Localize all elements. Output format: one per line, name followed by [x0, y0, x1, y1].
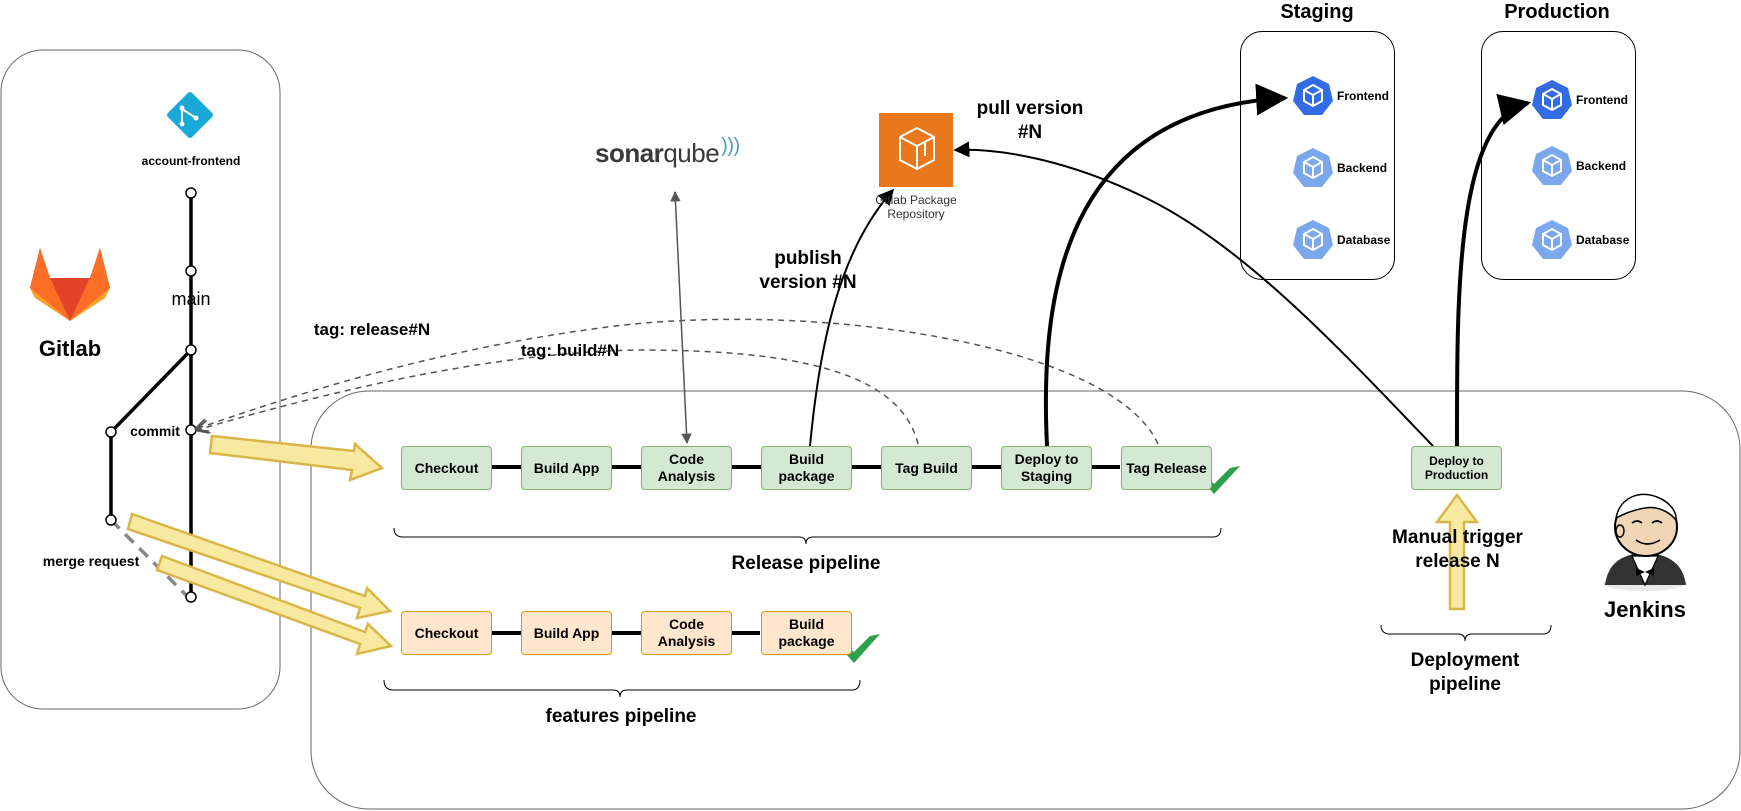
gitlab-logo-icon: [30, 248, 110, 321]
deployment-brace: [1380, 624, 1552, 642]
gitlab-title: Gitlab: [38, 336, 102, 361]
features-brace: [383, 679, 861, 698]
commit-node: [185, 591, 197, 603]
merge-trigger-arrow-2: [155, 554, 394, 656]
publish-annotation: publish version #N: [759, 248, 857, 293]
features-stage-build-app[interactable]: Build App: [521, 611, 612, 655]
tag-release-curve: [196, 318, 1159, 445]
manual-trigger-annotation: Manual trigger release N: [1392, 527, 1523, 572]
k8s-database-icon: [1532, 220, 1572, 259]
release-stage-tag-release[interactable]: Tag Release: [1121, 446, 1212, 490]
tag-build-curve: [197, 349, 919, 445]
production-database-label: Database: [1576, 233, 1630, 247]
git-graph: [109, 193, 193, 597]
tag-release-label: tag: release#N: [313, 320, 431, 339]
features-stage-checkout[interactable]: Checkout: [401, 611, 492, 655]
production-frontend-label: Frontend: [1576, 93, 1628, 107]
sonarqube-analysis-arrow: [670, 190, 692, 445]
git-nodes: [105, 187, 197, 603]
commit-node: [185, 187, 197, 199]
deploy-production-stage[interactable]: Deploy to Production: [1411, 446, 1502, 490]
deploy-staging-arrow: [1043, 83, 1289, 447]
publish-arrow: [809, 188, 895, 447]
jenkins-logo-icon: [1603, 493, 1687, 591]
release-stage-build-app[interactable]: Build App: [521, 446, 612, 490]
tag-build-label: tag: build#N: [520, 341, 620, 360]
gitlab-container: [0, 49, 281, 710]
sonarqube-qube: qube: [663, 138, 720, 168]
sonarqube-sonar: sonar: [595, 138, 664, 168]
commit-node: [185, 344, 197, 356]
commit-node: [105, 426, 117, 438]
pipeline-braces: [383, 527, 1552, 698]
k8s-frontend-icon: [1293, 76, 1333, 115]
release-stage-checkout[interactable]: Checkout: [401, 446, 492, 490]
release-brace: [393, 527, 1222, 545]
production-backend-label: Backend: [1576, 159, 1627, 173]
k8s-database-icon: [1293, 220, 1333, 259]
k8s-frontend-icon: [1532, 80, 1572, 119]
deploy-production-arrow: [1454, 94, 1532, 448]
pull-arrow: [953, 141, 1434, 447]
production-title: Production: [1504, 1, 1610, 23]
trigger-arrows: [126, 434, 1480, 656]
staging-title: Staging: [1280, 1, 1354, 23]
branch-label: main: [171, 289, 211, 309]
release-stage-deploy-staging[interactable]: Deploy to Staging: [1001, 446, 1092, 490]
pull-annotation: pull version #N: [976, 98, 1084, 143]
git-repo-icon: [166, 91, 214, 139]
commit-trigger-arrow: [208, 434, 385, 482]
features-stage-build-package[interactable]: Build package: [761, 611, 852, 655]
sonarqube-logo: sonarqube))): [595, 135, 755, 169]
k8s-backend-icon: [1293, 148, 1333, 187]
package-repository-label: Gitlab Package Repository: [875, 193, 957, 221]
merge-trigger-arrow: [126, 512, 393, 620]
manual-trigger-arrow: [1434, 492, 1480, 611]
release-stage-code-analysis[interactable]: Code Analysis: [641, 446, 732, 490]
merge-line: [109, 518, 190, 599]
staging-environment: Frontend Backend Database: [1240, 31, 1395, 280]
features-stage-code-analysis[interactable]: Code Analysis: [641, 611, 732, 655]
sonarqube-waves-icon: ))): [721, 135, 740, 157]
merge-request-label: merge request: [42, 553, 140, 569]
staging-backend-label: Backend: [1337, 161, 1388, 175]
release-stage-tag-build[interactable]: Tag Build: [881, 446, 972, 490]
jenkins-title: Jenkins: [1604, 597, 1686, 622]
commit-label: commit: [130, 423, 180, 439]
production-environment: Frontend Backend Database: [1481, 31, 1636, 280]
staging-database-label: Database: [1337, 233, 1391, 247]
jenkins-container: [310, 390, 1741, 810]
release-stage-build-package[interactable]: Build package: [761, 446, 852, 490]
commit-node: [185, 265, 197, 277]
git-repo-name: account-frontend: [141, 154, 241, 168]
features-success-check-icon: [838, 634, 880, 663]
package-repository-icon: [879, 113, 953, 187]
release-pipeline-label: Release pipeline: [731, 553, 881, 574]
k8s-backend-icon: [1532, 146, 1572, 185]
deployment-pipeline-label: Deployment pipeline: [1410, 650, 1520, 695]
staging-frontend-label: Frontend: [1337, 89, 1389, 103]
commit-node: [105, 514, 117, 526]
features-pipeline-label: features pipeline: [545, 706, 697, 727]
